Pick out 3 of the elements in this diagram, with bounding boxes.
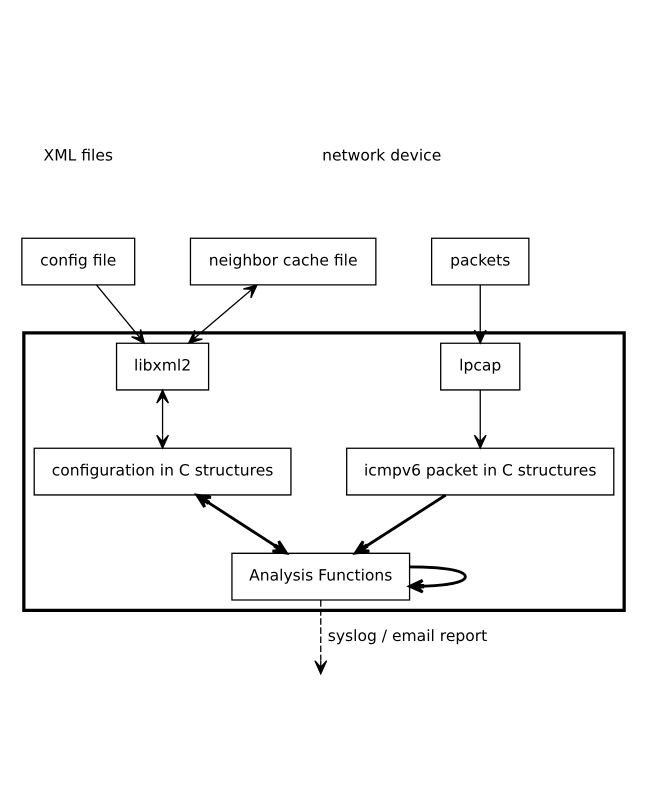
label: network device [322, 146, 442, 164]
edge-label: syslog / email report [328, 626, 488, 644]
label: XML files [44, 146, 114, 164]
